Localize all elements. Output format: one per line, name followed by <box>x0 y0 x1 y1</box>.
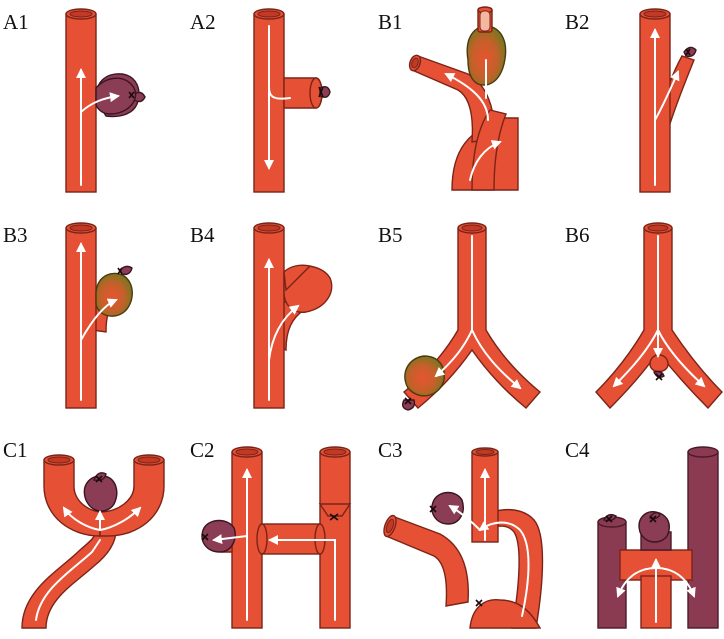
b2-small-sac <box>683 46 697 58</box>
panel-a1 <box>65 8 146 193</box>
c3-aneurysm-sac <box>431 491 464 525</box>
c2-clip-right <box>329 513 339 521</box>
panel-a2 <box>253 8 331 193</box>
c3-base-mass <box>469 599 542 629</box>
c4-clip-left <box>605 515 613 523</box>
b2-clip <box>685 48 691 56</box>
a1-clip <box>128 91 135 99</box>
c3-flow-arrow-arch <box>478 521 530 617</box>
c1-clip-knob <box>93 472 107 482</box>
b2-flow-arrow-branch <box>654 70 680 121</box>
b3-clip <box>117 267 123 275</box>
b3-thrombosed-sac <box>95 272 133 317</box>
panel-b4 <box>253 222 333 409</box>
c2-flow-arrow-crossbar <box>268 535 336 621</box>
panel-label-b1: B1 <box>378 10 403 34</box>
c2-right-narrowing <box>318 503 352 517</box>
b6-flow-arrow-right <box>657 329 706 388</box>
c2-flow-arrow-into-sac <box>212 534 248 545</box>
b4-flow-arrow-branch <box>268 304 300 361</box>
panel-b3 <box>65 222 133 409</box>
b1-thrombosed-sac <box>466 25 507 86</box>
b5-flow-arrow-right <box>471 329 522 390</box>
panel-c2 <box>201 446 352 629</box>
b6-apex-sac <box>649 354 669 373</box>
b5-thrombosed-sac <box>404 355 445 397</box>
c1-clip <box>95 475 103 483</box>
b3-clip-knob <box>119 265 133 276</box>
panel-label-b6: B6 <box>565 223 590 247</box>
b1-flow-arrow-branch <box>444 73 489 121</box>
panel-b5 <box>401 222 542 411</box>
c2-aneurysm-sac <box>201 519 236 553</box>
panel-label-b3: B3 <box>3 223 28 247</box>
panel-label-c3: C3 <box>378 438 403 462</box>
c3-flow-arrow-into-sac <box>448 504 481 531</box>
b1-parent-artery <box>471 109 507 191</box>
b5-clip <box>404 397 412 405</box>
panel-label-c1: C1 <box>3 438 28 462</box>
c1-flow-arrow-left <box>62 506 101 531</box>
c4-right-vessel <box>687 451 719 629</box>
c4-flow-arrow-right <box>655 567 696 598</box>
c1-right-horn <box>99 459 165 537</box>
panel-label-b5: B5 <box>378 223 403 247</box>
a2-flow-arrow-down <box>269 25 291 168</box>
panel-c4 <box>597 446 719 629</box>
b3-flow-arrow-branch <box>80 298 118 341</box>
c1-flow-arrow-trunk <box>35 539 101 621</box>
b6-clip <box>655 373 663 381</box>
panel-b2 <box>639 8 697 193</box>
c1-curved-trunk <box>21 529 117 629</box>
panel-b1 <box>408 6 519 191</box>
c1-flow-arrow-right <box>99 506 142 531</box>
panel-label-b4: B4 <box>190 223 215 247</box>
c3-left-branch <box>385 515 469 607</box>
panel-c3 <box>383 447 544 629</box>
panel-label-b2: B2 <box>565 10 590 34</box>
b1-sac-lumen <box>479 10 491 32</box>
c3-clip-base <box>475 599 483 607</box>
c4-aneurysm-sac <box>638 511 670 543</box>
c4-flow-arrow-left <box>616 567 657 598</box>
panel-label-c4: C4 <box>565 438 590 462</box>
c4-clip-center <box>649 515 657 523</box>
panel-label-a1: A1 <box>3 10 29 34</box>
panel-label-c2: C2 <box>190 438 215 462</box>
panel-label-a2: A2 <box>190 10 216 34</box>
c4-right-opening <box>687 446 719 458</box>
c3-clip <box>429 505 437 513</box>
c2-clip-left <box>201 533 209 541</box>
b1-flow-arrow-trunk <box>469 140 502 181</box>
a2-clip <box>318 86 324 98</box>
a1-flow-arrow-into-sac <box>80 92 120 113</box>
panel-c1 <box>21 454 165 629</box>
panel-b6 <box>595 222 723 410</box>
